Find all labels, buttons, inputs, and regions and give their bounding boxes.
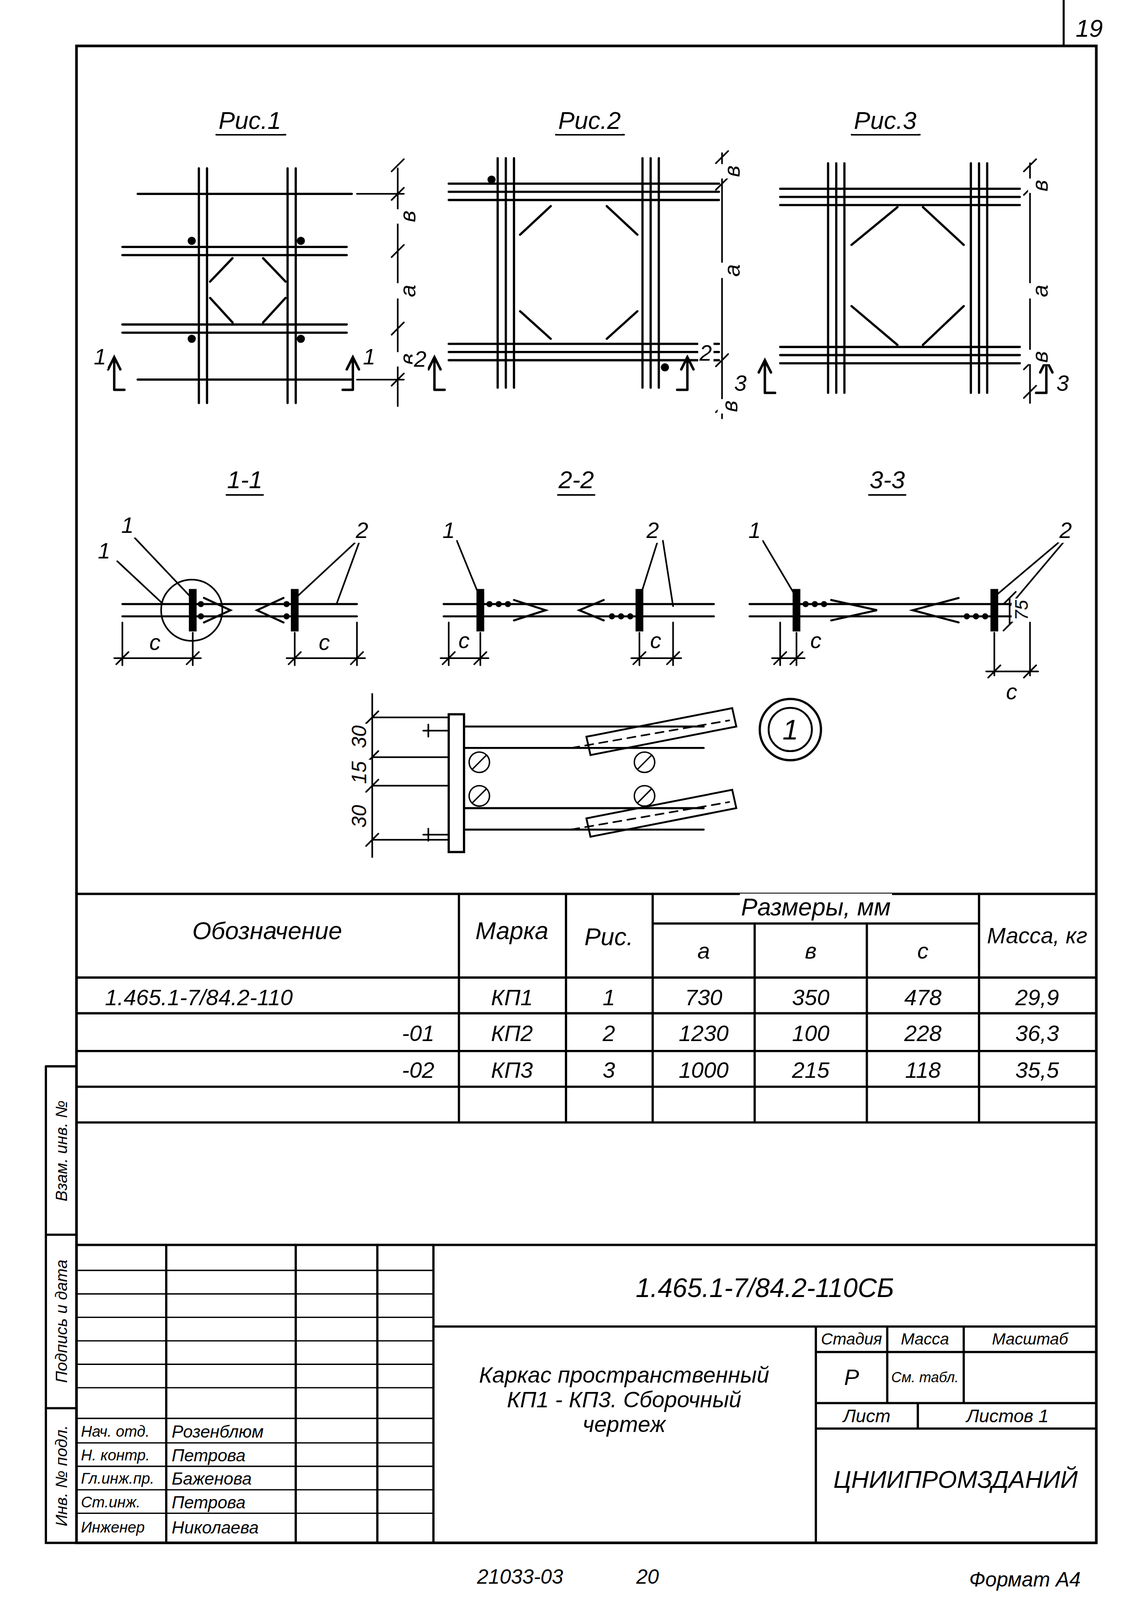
- callout-label: с: [147, 630, 162, 656]
- callout-label: 2: [1058, 518, 1074, 543]
- title-block-text: Масштаб: [990, 1329, 1070, 1348]
- title-block-text: Листов 1: [964, 1406, 1051, 1427]
- dimension-label: а: [395, 282, 421, 299]
- margin-stamp: Подпись и дата: [52, 1258, 71, 1385]
- margin-stamp: Инв. № подл.: [52, 1423, 71, 1528]
- dimension-label: в: [395, 208, 421, 224]
- table-cell: а: [696, 938, 712, 964]
- dimension-label: 3: [1055, 371, 1071, 396]
- table-cell: 215: [790, 1058, 831, 1083]
- table-cell: 350: [790, 985, 831, 1011]
- dimension-label: 15: [347, 759, 370, 785]
- dimension-label: 30: [347, 723, 370, 750]
- detail-number: 1: [782, 712, 799, 746]
- dimension-label: в: [717, 398, 743, 414]
- title-block-text: Петрова: [170, 1492, 248, 1512]
- title-block-text: ЦНИИПРОМЗДАНИЙ: [831, 1465, 1079, 1493]
- table-cell: 2: [601, 1021, 617, 1046]
- callout-label: 2: [354, 518, 370, 543]
- table-cell: -02: [400, 1058, 436, 1083]
- callout-label: с: [648, 628, 663, 653]
- table-cell: Марка: [474, 917, 550, 945]
- dimension-label: 1: [361, 344, 377, 370]
- table-cell: 3: [601, 1058, 617, 1083]
- callout-label: 1: [96, 538, 112, 563]
- sheet-note: 21033-03: [475, 1564, 565, 1588]
- title-block-text: Ст.инж.: [79, 1493, 142, 1510]
- view-title: 2-2: [556, 466, 596, 494]
- title-block-text: Инженер: [79, 1518, 147, 1536]
- table-cell: -01: [400, 1021, 436, 1046]
- dimension-label: в: [1027, 178, 1053, 193]
- callout-label: 1: [120, 513, 136, 538]
- dimension-label: 30: [347, 803, 370, 830]
- table-cell: 1: [601, 985, 617, 1011]
- title-block-text: Петрова: [170, 1445, 248, 1465]
- view-title: Рис.1: [217, 107, 283, 134]
- table-cell: Масса, кг: [984, 923, 1090, 948]
- view-title: 3-3: [868, 466, 907, 494]
- title-block-text: Масса: [899, 1329, 951, 1348]
- dimension-label: в: [719, 164, 745, 179]
- dimension-label: а: [1027, 282, 1053, 299]
- view-title: Рис.2: [556, 107, 623, 134]
- table-cell: 1000: [677, 1058, 731, 1083]
- callout-label: 1: [441, 518, 457, 543]
- title-block-text: Гл.инж.пр.: [79, 1469, 156, 1487]
- table-cell: 1230: [677, 1021, 731, 1046]
- table-cell: 36,3: [1013, 1021, 1061, 1046]
- dimension-label: 3: [732, 371, 749, 396]
- table-cell: КП1: [489, 985, 535, 1011]
- title-block-text: Баженова: [170, 1468, 254, 1488]
- dimension-label: а: [719, 262, 745, 279]
- view-title: 1-1: [225, 466, 264, 494]
- table-cell: 35,5: [1013, 1058, 1061, 1083]
- table-cell: 100: [790, 1021, 831, 1046]
- title-block-text: Николаева: [170, 1517, 261, 1537]
- callout-label: с: [808, 628, 823, 653]
- dimension-label: 2: [697, 340, 714, 366]
- table-cell: КП2: [489, 1021, 535, 1046]
- view-title: Рис.3: [852, 107, 918, 134]
- table-cell: в: [803, 938, 818, 964]
- table-cell: 1.465.1-7/84.2-110: [103, 985, 295, 1011]
- callout-label: 75: [1011, 598, 1032, 622]
- title-block-text: Нач. отд.: [79, 1422, 152, 1440]
- table-cell: Рис.: [582, 923, 635, 951]
- title-block-text: 1.465.1-7/84.2-110СБ: [634, 1272, 896, 1303]
- callout-label: с: [1004, 679, 1019, 704]
- table-cell: 228: [902, 1021, 943, 1046]
- title-block-text: Розенблюм: [170, 1421, 266, 1441]
- table-cell: с: [916, 938, 931, 964]
- table-cell: 118: [903, 1058, 943, 1083]
- margin-stamp: Взам. инв. №: [52, 1098, 71, 1203]
- sheet-number: 19: [1074, 14, 1105, 42]
- title-block-text: Стадия: [819, 1329, 884, 1348]
- title-block-text: Р: [842, 1364, 861, 1390]
- dimension-label: 1: [92, 344, 108, 370]
- table-cell: 29,9: [1013, 985, 1061, 1011]
- table-cell: КП3: [489, 1058, 535, 1083]
- callout-label: 2: [644, 518, 661, 543]
- title-block-text: См. табл.: [890, 1369, 961, 1386]
- table-cell: Размеры, мм: [739, 893, 893, 921]
- sheet-note: Формат А4: [967, 1567, 1083, 1591]
- title-block-text: Н. контр.: [79, 1446, 152, 1464]
- callout-label: с: [317, 630, 332, 656]
- title-block-text: Каркас пространственный КП1 - КП3. Сборо…: [469, 1362, 779, 1437]
- table-cell: 478: [902, 985, 943, 1011]
- table-cell: 730: [683, 985, 724, 1011]
- callout-label: с: [456, 628, 471, 653]
- sheet-note: 20: [634, 1564, 661, 1588]
- detail-marker: 1: [767, 706, 813, 752]
- title-block-text: Лист: [841, 1406, 892, 1427]
- callout-label: 1: [747, 518, 763, 543]
- dimension-label: в: [1027, 349, 1053, 365]
- table-cell: Обозначение: [190, 917, 344, 945]
- dimension-label: 2: [412, 346, 429, 372]
